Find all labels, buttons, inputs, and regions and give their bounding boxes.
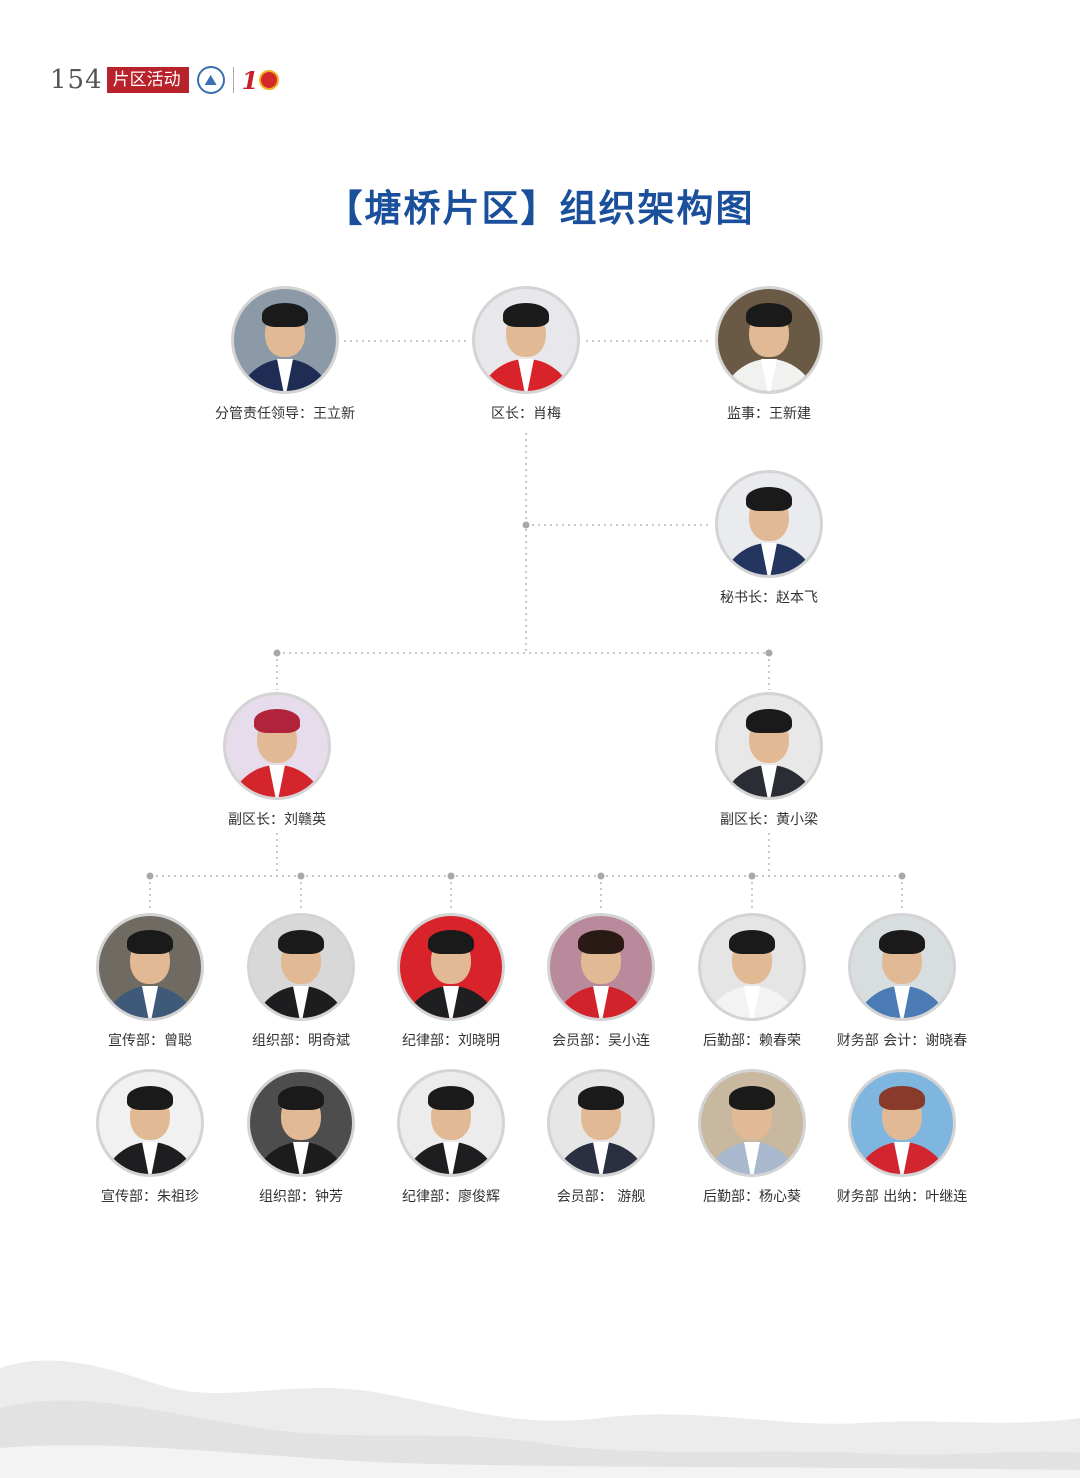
member-card: 纪律部：刘晓明	[351, 913, 551, 1050]
member-card: 秘书长：赵本飞	[669, 470, 869, 607]
avatar	[397, 1069, 505, 1177]
member-label: 后勤部：杨心葵	[703, 1189, 801, 1205]
member-label: 分管责任领导：王立新	[215, 406, 355, 422]
avatar	[397, 913, 505, 1021]
avatar	[247, 1069, 355, 1177]
page-title: 【塘桥片区】组织架构图	[325, 187, 755, 230]
member-label: 纪律部：廖俊辉	[402, 1189, 500, 1205]
member-label: 宣传部：朱祖珍	[101, 1189, 199, 1205]
avatar	[231, 286, 339, 394]
avatar	[547, 913, 655, 1021]
page-header: 154 片区活动 1	[50, 62, 280, 98]
avatar	[715, 692, 823, 800]
member-label: 财务部 出纳：叶继连	[836, 1189, 968, 1205]
avatar	[715, 470, 823, 578]
member-card: 后勤部：赖春荣	[652, 913, 852, 1050]
member-label: 组织部：钟芳	[259, 1189, 343, 1205]
member-card: 宣传部：朱祖珍	[50, 1069, 250, 1206]
member-card: 分管责任领导：王立新	[185, 286, 385, 423]
avatar	[472, 286, 580, 394]
member-card: 副区长：黄小梁	[669, 692, 869, 829]
mountain-ink-background	[0, 1360, 1080, 1478]
member-label: 会员部： 游舰	[556, 1189, 646, 1205]
page-number: 154	[50, 65, 103, 95]
avatar	[848, 913, 956, 1021]
member-card: 财务部 会计：谢晓春	[802, 913, 1002, 1050]
avatar	[96, 1069, 204, 1177]
member-card: 组织部：明奇斌	[201, 913, 401, 1050]
association-logo-icon	[196, 66, 225, 94]
logo-divider	[232, 67, 234, 93]
member-card: 会员部：吴小连	[501, 913, 701, 1050]
member-label: 区长：肖梅	[491, 406, 561, 422]
member-label: 财务部 会计：谢晓春	[836, 1033, 968, 1049]
avatar	[715, 286, 823, 394]
member-label: 副区长：刘赣英	[228, 812, 326, 828]
section-tag: 片区活动	[106, 67, 189, 93]
avatar	[698, 913, 806, 1021]
member-card: 监事：王新建	[669, 286, 869, 423]
avatar	[223, 692, 331, 800]
avatar	[848, 1069, 956, 1177]
member-card: 纪律部：廖俊辉	[351, 1069, 551, 1206]
member-card: 区长：肖梅	[426, 286, 626, 423]
avatar	[698, 1069, 806, 1177]
member-label: 宣传部：曾聪	[108, 1033, 192, 1049]
member-label: 副区长：黄小梁	[720, 812, 818, 828]
avatar	[547, 1069, 655, 1177]
member-card: 会员部： 游舰	[501, 1069, 701, 1206]
anniversary-logo-icon: 1	[242, 66, 280, 95]
avatar	[247, 913, 355, 1021]
member-card: 副区长：刘赣英	[177, 692, 377, 829]
member-card: 组织部：钟芳	[201, 1069, 401, 1206]
member-card: 宣传部：曾聪	[50, 913, 250, 1050]
member-label: 会员部：吴小连	[552, 1033, 650, 1049]
member-label: 后勤部：赖春荣	[703, 1033, 801, 1049]
avatar	[96, 913, 204, 1021]
member-card: 后勤部：杨心葵	[652, 1069, 852, 1206]
member-label: 组织部：明奇斌	[252, 1033, 350, 1049]
member-card: 财务部 出纳：叶继连	[802, 1069, 1002, 1206]
member-label: 秘书长：赵本飞	[720, 590, 818, 606]
member-label: 监事：王新建	[727, 406, 811, 422]
member-label: 纪律部：刘晓明	[402, 1033, 500, 1049]
